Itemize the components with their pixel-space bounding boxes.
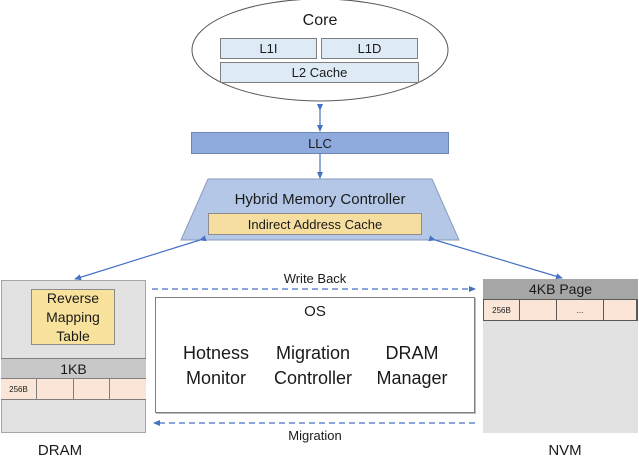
dram-manager: DRAM Manager xyxy=(362,335,462,397)
hotness-monitor-line1: Hotness xyxy=(182,343,250,363)
rmt-line3: Table xyxy=(56,327,90,344)
controller-nvm-arrow xyxy=(428,235,563,280)
l1i-cache: L1I xyxy=(220,38,317,59)
dram-cell xyxy=(74,379,110,399)
hotness-monitor: Hotness Monitor xyxy=(168,335,264,397)
controller-title: Hybrid Memory Controller xyxy=(234,190,406,208)
nvm-cell xyxy=(520,300,557,320)
write-back-label: Write Back xyxy=(283,270,347,286)
migration-controller: Migration Controller xyxy=(263,335,363,397)
rmt-line1: Reverse xyxy=(46,289,100,306)
l1d-cache: L1D xyxy=(321,38,418,59)
controller-dram-arrow xyxy=(74,235,207,281)
rmt-line2: Mapping xyxy=(46,308,100,325)
indirect-address-cache: Indirect Address Cache xyxy=(208,213,422,235)
dram-label: DRAM xyxy=(37,441,83,459)
dram-cell xyxy=(37,379,74,399)
dram-cells: 256B xyxy=(1,379,146,400)
dram-1kb-block: 1KB xyxy=(1,358,146,379)
nvm-cells: 256B ... xyxy=(483,299,638,321)
dram-cell xyxy=(110,379,146,399)
llc: LLC xyxy=(191,132,449,154)
migration-controller-line1: Migration xyxy=(275,343,351,363)
nvm-cell: ... xyxy=(557,300,604,320)
migration-label: Migration xyxy=(288,427,342,443)
nvm-4kb-page: 4KB Page xyxy=(483,279,638,299)
core-title: Core xyxy=(302,12,338,29)
l2-cache: L2 Cache xyxy=(220,62,419,83)
os-title: OS xyxy=(304,302,326,320)
nvm-cell xyxy=(604,300,637,320)
dram-manager-line2: Manager xyxy=(376,368,448,388)
dram-manager-line1: DRAM xyxy=(385,343,439,363)
reverse-mapping-table: Reverse Mapping Table xyxy=(31,289,115,345)
os-box xyxy=(155,297,475,413)
nvm-label: NVM xyxy=(548,441,582,459)
migration-controller-line2: Controller xyxy=(273,368,353,388)
nvm-cell: 256B xyxy=(484,300,520,320)
hotness-monitor-line2: Monitor xyxy=(185,368,247,388)
dram-cell: 256B xyxy=(1,379,37,399)
